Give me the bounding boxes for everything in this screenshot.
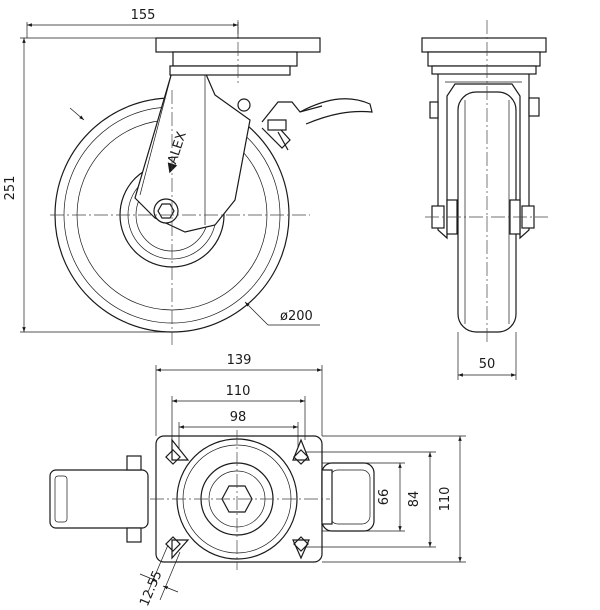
dim-wheel-diameter-label: ø200 <box>280 309 313 324</box>
dim-hole-pitch-inner-label: 66 <box>377 489 392 506</box>
dim-plate-outer-width-label: 139 <box>227 353 252 368</box>
top-view-wheel-left <box>49 455 149 543</box>
side-view-brake <box>261 98 373 151</box>
dim-wheel-width-label: 50 <box>479 357 496 372</box>
front-view-fork <box>429 74 540 240</box>
front-view-top-plate <box>421 37 547 75</box>
dim-plate-width: 155 <box>26 8 239 38</box>
dim-plate-outer-width: 139 <box>155 353 323 436</box>
dim-hole-pitch-outer: 84 <box>305 451 436 548</box>
dim-hole-span-inner: 98 <box>178 410 299 448</box>
dim-hole-span-outer-label: 110 <box>226 384 251 399</box>
dim-overall-height-label: 251 <box>3 176 18 201</box>
dim-hole-pitch-outer-label: 84 <box>407 491 422 508</box>
dim-plate-width-label: 155 <box>131 8 156 23</box>
front-view: 50 <box>421 20 548 380</box>
dim-plate-outer-depth: 110 <box>322 435 466 563</box>
dim-overall-height: 251 <box>3 37 172 333</box>
dim-hole-pitch-inner: 66 <box>322 462 405 532</box>
dim-hole-span-inner-label: 98 <box>230 410 247 425</box>
dim-hole-span-outer: 110 <box>171 384 306 440</box>
top-view-brake-pedal <box>321 462 375 532</box>
side-view: ◀ALEX 155 <box>3 8 373 345</box>
top-view: 139 110 98 66 84 <box>49 353 466 609</box>
side-view-fork: ◀ALEX <box>134 71 251 233</box>
dim-wheel-diameter: ø200 <box>69 107 320 326</box>
dim-plate-outer-depth-label: 110 <box>438 487 453 512</box>
dim-wheel-width: 50 <box>457 332 517 380</box>
